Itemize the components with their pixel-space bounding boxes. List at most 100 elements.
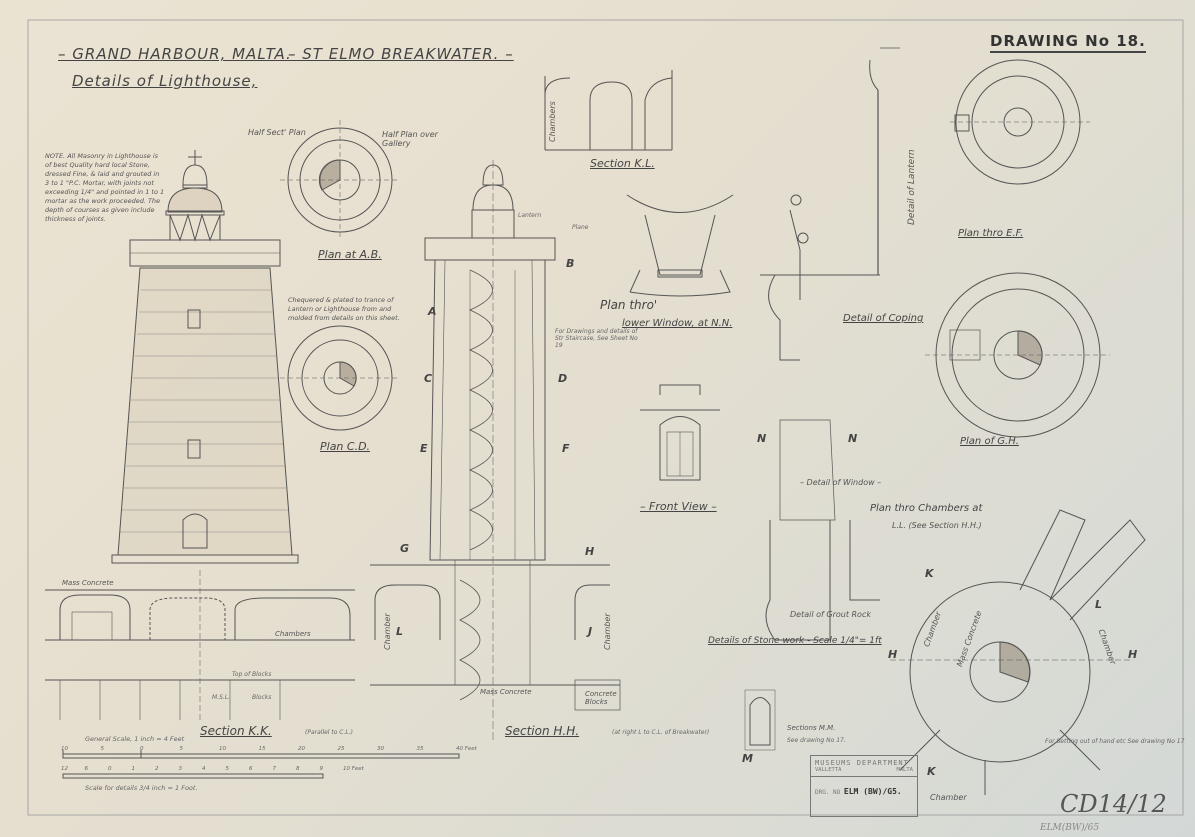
label-chamber-hh-right: Chamber xyxy=(603,613,612,650)
stamp-department: MUSEUMS DEPARTMENT xyxy=(815,759,909,767)
detail-scale-tick-label: 6 xyxy=(249,766,253,772)
label-plan-ab: Plan at A.B. xyxy=(318,248,382,261)
label-section-kk: Section K.K. xyxy=(200,724,272,738)
label-setting-out-note: For Setting out of hand etc See drawing … xyxy=(1045,738,1185,745)
general-scale-tick-label: 30 xyxy=(377,746,384,752)
section-letter-a: A xyxy=(428,305,437,318)
label-plan-cd: Plan C.D. xyxy=(320,440,371,453)
general-scale-tick-label: 10 xyxy=(61,746,68,752)
section-letter-l-right: L xyxy=(1095,598,1103,611)
general-scale-tick-label: 5 xyxy=(100,746,105,752)
plan-ab xyxy=(280,120,400,240)
title-subtitle: Details of Lighthouse, xyxy=(72,72,258,90)
section-letter-k-bottom: K xyxy=(927,765,936,778)
detail-scale-tick-label: 8 xyxy=(296,766,300,772)
detail-scale-label: Scale for details 3/4 inch = 1 Foot. xyxy=(85,784,198,792)
stamp-drg-label: DRG. NO xyxy=(815,789,841,796)
plan-cd xyxy=(280,325,400,431)
label-plan-gh: Plan of G.H. xyxy=(960,436,1019,447)
label-section-kk-note: (Parallel to C.L.) xyxy=(305,729,353,736)
detail-scale-bar xyxy=(62,773,324,779)
general-scale-tick-label: 20 xyxy=(298,746,305,752)
section-letter-n-left: N xyxy=(757,432,767,445)
stamp-drg-number: ELM (BW)/G5. xyxy=(843,787,902,796)
label-concrete-blocks: Concrete Blocks xyxy=(585,690,617,706)
label-section-hh-note: (at right L to C.L. of Breakwater) xyxy=(612,729,710,736)
stamp-country: MALTA xyxy=(896,767,913,773)
label-lantern: Lantern xyxy=(518,212,542,219)
label-front-view: – Front View – xyxy=(640,500,717,513)
general-scale-label: General Scale, 1 inch = 4 Feet xyxy=(85,735,185,743)
detail-scale-tick-label: 1 xyxy=(131,766,136,772)
plan-window xyxy=(626,194,734,481)
general-scale-tick-label: 15 xyxy=(258,746,266,752)
section-kk-foundation xyxy=(45,570,355,720)
label-detail-grout: Detail of Grout Rock xyxy=(790,610,871,619)
detail-scale-tick-label: 4 xyxy=(202,766,206,772)
archive-reference: CD14/12 xyxy=(1060,790,1167,818)
label-chequered-note: Chequered & plated to trance of Lantern … xyxy=(288,296,400,322)
label-half-sect-plan: Half Sect' Plan xyxy=(248,128,306,137)
detail-scale-tick-label: 3 xyxy=(178,766,183,772)
detail-scale-tick-label: 0 xyxy=(108,766,112,772)
sections-mm xyxy=(744,689,776,751)
label-msl: M.S.L. xyxy=(212,694,231,701)
section-letter-c: C xyxy=(424,372,433,385)
section-letter-k: K xyxy=(925,567,934,580)
lighthouse-elevation xyxy=(111,150,299,564)
label-chambers: Chambers xyxy=(548,101,557,142)
label-section-kl: Section K.L. xyxy=(590,157,655,170)
drawing-number: DRAWING No 18. xyxy=(990,32,1146,53)
detail-scale-tick-label: 7 xyxy=(272,766,277,772)
detail-scale-tick-label: 9 xyxy=(319,766,324,772)
section-letter-j: J xyxy=(588,625,593,638)
title-project: – ST ELMO BREAKWATER. – xyxy=(288,45,514,63)
general-scale-tick-label: 25 xyxy=(337,746,345,752)
label-blocks: Blocks xyxy=(252,694,272,701)
masonry-note: NOTE. All Masonry in Lighthouse is of be… xyxy=(45,152,165,223)
general-scale-tick-label: 10 xyxy=(219,746,226,752)
label-section-hh: Section H.H. xyxy=(505,724,580,738)
general-scale-tick-label: 5 xyxy=(179,746,184,752)
label-sections-mm: Sections M.M. xyxy=(787,724,836,732)
label-top-of-blocks: Top of Blocks xyxy=(232,671,272,678)
label-plan-thro: Plan thro' xyxy=(600,298,658,312)
detail-scale-tick-label: 6 xyxy=(84,766,89,772)
sheet-border xyxy=(27,19,1184,816)
label-chamber-hh-left: Chamber xyxy=(383,613,392,650)
general-scale-tick-label: 0 xyxy=(140,746,144,752)
section-kl xyxy=(544,70,673,151)
label-lower-window: lower Window, at N.N. xyxy=(622,318,733,329)
stamp-city: VALLETTA xyxy=(815,767,842,773)
label-detail-lantern: Detail of Lantern xyxy=(907,149,917,225)
general-scale-tick-label: 40 Feet xyxy=(456,746,477,752)
section-letter-b: B xyxy=(566,257,575,270)
detail-scale-tick-label: 2 xyxy=(155,766,159,772)
general-scale-bar xyxy=(62,750,460,759)
detail-scale-tick-label: 12 xyxy=(61,766,68,772)
label-chamber-bottom: Chamber xyxy=(930,793,967,802)
plan-chambers xyxy=(890,509,1146,795)
detail-scale-tick-label: 5 xyxy=(225,766,230,772)
detail-scale-tick-label: 10 Feet xyxy=(343,766,364,772)
title-location: – GRAND HARBOUR, MALTA. xyxy=(58,45,292,63)
plan-ef xyxy=(950,59,1090,185)
section-letter-f: F xyxy=(562,442,570,455)
label-detail-window: – Detail of Window – xyxy=(800,478,882,487)
section-letter-g: G xyxy=(400,542,410,555)
section-letter-n-right: N xyxy=(848,432,858,445)
museum-stamp: MUSEUMS DEPARTMENT VALLETTA MALTA DRG. NO… xyxy=(810,755,918,817)
label-mass-concrete-kk: Mass Concrete xyxy=(62,579,114,587)
label-chambers-kk: Chambers xyxy=(275,630,311,638)
label-half-plan-gallery: Half Plan over Gallery xyxy=(382,130,438,148)
label-plan-chambers-ref: L.L. (See Section H.H.) xyxy=(892,521,982,530)
archive-pencil-reference: ELM(BW)/65 xyxy=(1040,823,1100,833)
label-plan-ef: Plan thro E.F. xyxy=(958,228,1024,239)
section-hh xyxy=(370,160,621,740)
section-letter-h: H xyxy=(585,545,595,558)
section-letter-e: E xyxy=(420,442,428,455)
label-for-drawings: For Drawings and details of Str Staircas… xyxy=(555,328,638,349)
label-detail-coping: Detail of Coping xyxy=(843,313,924,324)
plan-gh xyxy=(925,272,1110,438)
